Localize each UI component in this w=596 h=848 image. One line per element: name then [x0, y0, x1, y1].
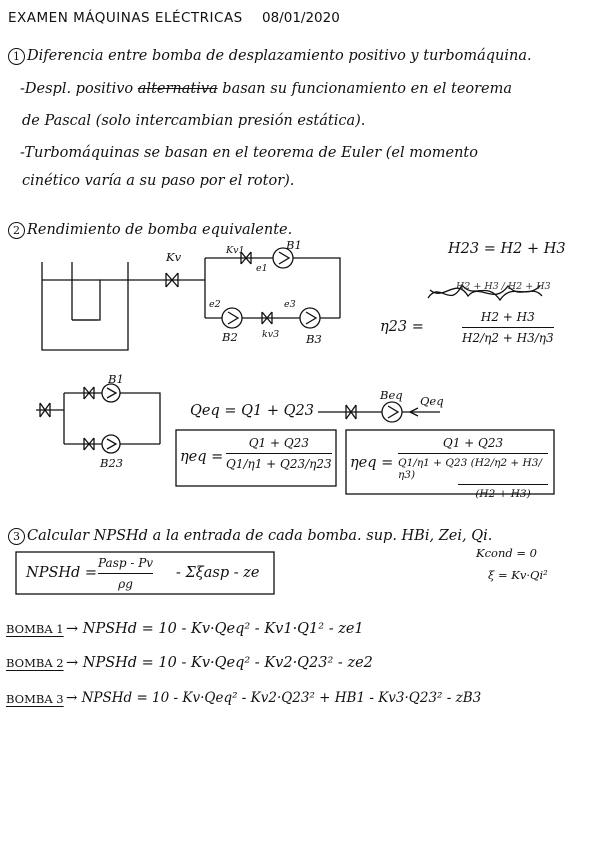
- d2-valve-b1: [83, 386, 95, 400]
- etaeq2-fraction: Q1 + Q23 Q1/η1 + Q23 (H2/η2 + H3/η3) (H2…: [398, 436, 548, 500]
- d3-flow-arrow: [409, 407, 419, 417]
- q1-title-text: Diferencia entre bomba de desplazamiento…: [27, 48, 532, 64]
- d2-valve-kv: [39, 402, 51, 418]
- crossed-out-fraction: H2 + H3 / H2 + H3: [456, 281, 551, 292]
- label-e3: e3: [284, 299, 296, 310]
- eta23-numerator: H2 + H3: [480, 310, 535, 324]
- d2-valve-b23: [83, 437, 95, 451]
- bomba3-equation: → NPSHd = 10 - Kv·Qeq² - Kv2·Q23² + HB1 …: [66, 690, 482, 706]
- eta23-lhs: η23 =: [380, 319, 424, 335]
- label-d2-b1: B1: [108, 372, 124, 386]
- etaeq-fraction: Q1 + Q23 Q1/η1 + Q23/η23: [226, 436, 332, 471]
- kcond-equation: Kcond = 0: [476, 546, 537, 560]
- q1-line4: cinético varía a su paso por el rotor).: [22, 173, 295, 189]
- etaeq2-denominator: Q1/η1 + Q23 (H2/η2 + H3/η3): [398, 457, 548, 481]
- eta23-fraction: H2 + H3 H2/η2 + H3/η3: [462, 310, 554, 345]
- d3-pump-beq: [381, 401, 403, 423]
- npsh-numerator: Pasp - Pv: [98, 556, 154, 570]
- q1-number: 1: [8, 48, 25, 65]
- label-e2: e2: [209, 299, 221, 310]
- npsh-rest: - Σξasp - ze: [176, 565, 260, 581]
- npsh-denominator: ρg: [118, 577, 133, 591]
- q3-number: 3: [8, 528, 25, 545]
- label-beq: Beq: [380, 388, 403, 402]
- etaeq-lhs: ηeq =: [180, 449, 224, 465]
- etaeq2-den-d: (H2 + H3): [475, 488, 531, 500]
- label-kv3: kv3: [262, 329, 280, 340]
- pump-b3: [299, 307, 321, 329]
- q1-line1: -Despl. positivo alternativa basan su fu…: [20, 82, 512, 97]
- bomba1-equation: → NPSHd = 10 - Kv·Qeq² - Kv1·Q1² - ze1: [66, 621, 364, 637]
- pump-b2: [221, 307, 243, 329]
- label-b23: B23: [100, 456, 124, 470]
- label-b1: B1: [286, 238, 302, 252]
- bomba3-label: BOMBA 3: [6, 692, 64, 706]
- label-kv1: Kv1: [226, 245, 245, 256]
- exam-title: EXAMEN MÁQUINAS ELÉCTRICAS: [8, 10, 243, 26]
- exam-date: 08/01/2020: [262, 10, 340, 26]
- etaeq-denominator: Q1/η1 + Q23/η23: [226, 457, 332, 471]
- etaeq2-box: [345, 429, 555, 495]
- label-b3: B3: [306, 332, 322, 346]
- valve-kv3: [261, 311, 273, 325]
- h23-equation: H23 = H2 + H3: [448, 241, 566, 257]
- suction-pipe: [42, 279, 101, 321]
- label-e1: e1: [256, 263, 268, 274]
- etaeq-box: [175, 429, 337, 487]
- q1-line1-start: -Despl. positivo: [20, 81, 134, 97]
- bomba1-label: BOMBA 1: [6, 622, 64, 636]
- etaeq2-lhs: ηeq =: [350, 455, 394, 471]
- tank-outline: [41, 262, 129, 351]
- etaeq2-den-plus: +: [433, 457, 442, 469]
- etaeq2-numerator: Q1 + Q23: [442, 436, 504, 450]
- eta23-denominator: H2/η2 + H3/η3: [462, 331, 554, 345]
- q2-number: 2: [8, 222, 25, 239]
- pump-b3-arrow: [305, 311, 318, 325]
- qeq-equation: Qeq = Q1 + Q23: [190, 403, 314, 419]
- pump-b1-arrow: [278, 251, 291, 265]
- q1-line1-end: basan su funcionamiento en el teorema: [222, 81, 513, 97]
- label-qeq: Qeq: [420, 394, 444, 408]
- q1-line3: -Turbomáquinas se basan en el teorema de…: [20, 145, 478, 161]
- label-b2: B2: [222, 330, 238, 344]
- d2-pump-b23: [101, 434, 121, 454]
- npsh-fraction: Pasp - Pv ρg: [98, 556, 154, 591]
- bomba2-equation: → NPSHd = 10 - Kv·Qeq² - Kv2·Q23² - ze2: [66, 655, 373, 671]
- q1-line2: de Pascal (solo intercambian presión est…: [22, 113, 366, 129]
- etaeq-numerator: Q1 + Q23: [248, 436, 309, 450]
- pump-b2-arrow: [227, 311, 240, 325]
- label-kv: Kv: [166, 250, 182, 264]
- q3-title-text: Calcular NPSHd a la entrada de cada bomb…: [27, 528, 493, 544]
- q1-struck-word: alternativa: [137, 81, 218, 97]
- xi-equation: ξ = Kv·Qi²: [488, 568, 548, 582]
- d3-valve: [345, 404, 357, 420]
- pump-b1: [272, 247, 294, 269]
- etaeq2-den-a: Q1/η1: [398, 457, 430, 469]
- d2-pump-b1: [101, 383, 121, 403]
- scribble-2: [429, 284, 543, 298]
- valve-kv1: [240, 251, 252, 265]
- q2-title-text: Rendimiento de bomba equivalente.: [27, 222, 293, 238]
- npsh-formula-box: [15, 551, 275, 595]
- npsh-lhs: NPSHd =: [26, 565, 98, 581]
- etaeq2-den-c: Q23 (H2/η2 + H3/η3): [398, 457, 542, 481]
- valve-kv: [165, 272, 179, 288]
- branch-top: [205, 257, 341, 318]
- bomba2-label: BOMBA 2: [6, 656, 64, 670]
